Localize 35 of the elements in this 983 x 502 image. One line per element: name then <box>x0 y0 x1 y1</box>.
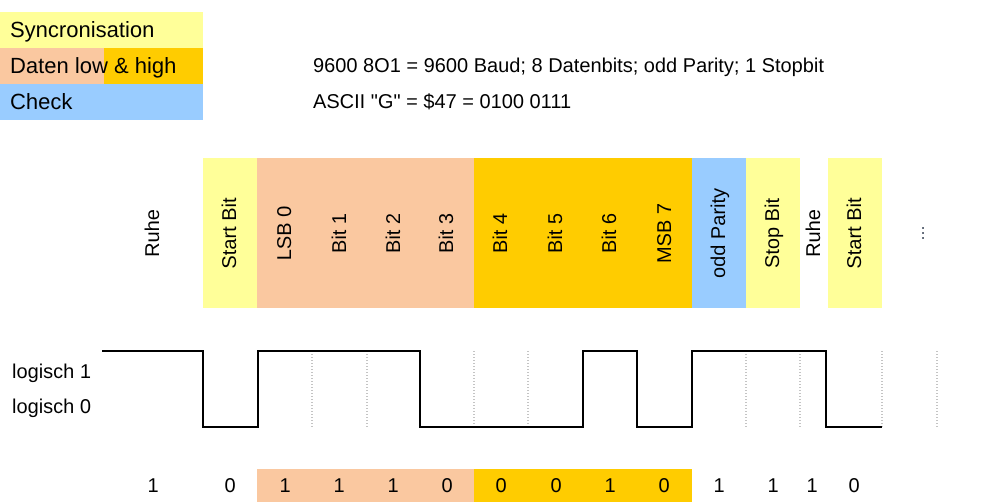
bit-value: 1 <box>806 476 818 496</box>
bit-value: 1 <box>387 476 399 496</box>
level-label: logisch 0 <box>12 397 91 417</box>
bit-value: 0 <box>550 476 562 496</box>
header-label: Bit 5 <box>546 212 566 254</box>
level-label: logisch 1 <box>12 362 91 382</box>
bit-value: 1 <box>147 476 159 496</box>
bit-value: 1 <box>767 476 779 496</box>
bit-value: 1 <box>604 476 616 496</box>
ellipsis-label: ... <box>909 226 927 240</box>
bit-value: 0 <box>658 476 670 496</box>
header-label: MSB 7 <box>654 202 674 264</box>
bit-value: 0 <box>224 476 236 496</box>
note-text: ASCII "G" = $47 = 0100 0111 <box>313 92 572 112</box>
header-label: LSB 0 <box>274 206 294 260</box>
header-label: Start Bit <box>845 197 865 269</box>
header-label: Bit 2 <box>384 212 404 254</box>
legend-text: Check <box>10 91 72 113</box>
header-label: Ruhe <box>143 209 163 257</box>
bit-value: 0 <box>441 476 453 496</box>
header-label: Bit 1 <box>330 212 350 254</box>
header-label: Bit 4 <box>491 212 511 254</box>
header-label: Start Bit <box>220 197 240 269</box>
legend-text: Syncronisation <box>10 19 154 41</box>
header-label: Bit 3 <box>437 212 457 254</box>
header-label: Stop Bit <box>763 198 783 268</box>
bit-value: 1 <box>333 476 345 496</box>
note-text: 9600 8O1 = 9600 Baud; 8 Datenbits; odd Parity; 1 Stopbit <box>313 56 824 76</box>
header-label: Ruhe <box>804 209 824 257</box>
header-label: Bit 6 <box>600 212 620 254</box>
bit-value: 1 <box>279 476 291 496</box>
bit-value: 0 <box>495 476 507 496</box>
header-label: odd Parity <box>709 188 729 278</box>
bit-value: 0 <box>848 476 860 496</box>
bit-value: 1 <box>713 476 725 496</box>
